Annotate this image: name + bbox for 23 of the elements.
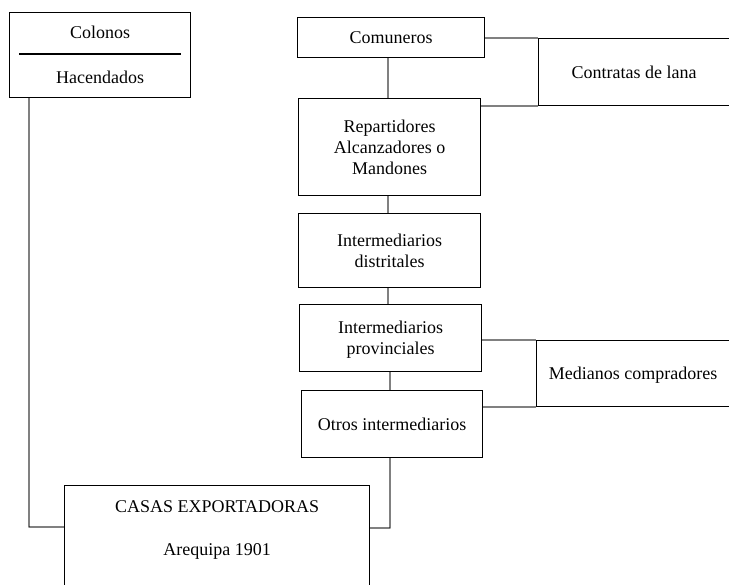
text-box xyxy=(298,213,481,288)
text-box xyxy=(301,390,483,458)
connector-line xyxy=(28,98,64,528)
text-box xyxy=(299,304,482,372)
node-label: Contratas de lana xyxy=(572,62,696,82)
text-box xyxy=(64,485,370,585)
node-label: Arequipa 1901 xyxy=(163,539,271,560)
text-box xyxy=(298,98,481,196)
text-box xyxy=(297,17,485,58)
node-label: Medianos compradores xyxy=(548,363,718,384)
text-box xyxy=(9,12,191,98)
node-label: Comuneros xyxy=(350,27,432,48)
text-box xyxy=(536,340,729,407)
text-box xyxy=(538,38,729,106)
connector-line xyxy=(370,458,390,528)
node-label: Colonos xyxy=(70,22,130,43)
node-label: Repartidores Alcanzadores o Mandones xyxy=(332,116,446,178)
node-label: Intermediarios distritales xyxy=(336,230,443,272)
node-label: Intermediarios provinciales xyxy=(337,317,444,359)
connector-line xyxy=(482,406,536,408)
node-label: Otros intermediarios xyxy=(318,414,466,434)
node-label: Hacendados xyxy=(56,67,144,88)
node-label: CASAS EXPORTADORAS xyxy=(114,496,320,517)
